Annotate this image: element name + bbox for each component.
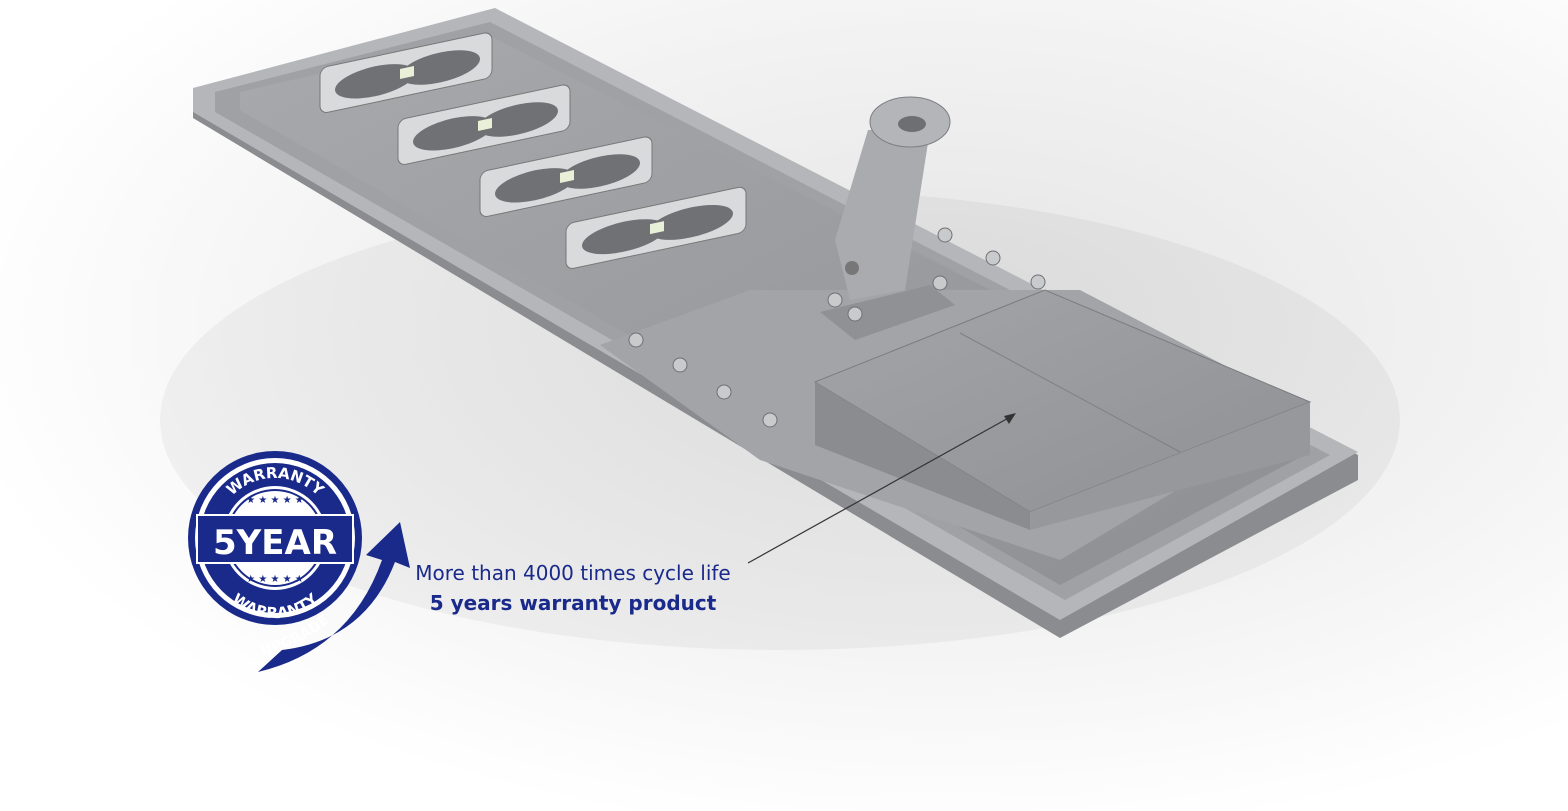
callout-line-1: More than 4000 times cycle life xyxy=(415,561,731,585)
led-module xyxy=(319,32,493,113)
led-modules xyxy=(319,32,747,269)
pole-mount xyxy=(820,96,955,340)
led-module xyxy=(479,136,653,217)
led-module xyxy=(397,84,571,165)
led-module xyxy=(565,186,747,269)
callout-leader-line xyxy=(747,415,1013,564)
callout-line-2: 5 years warranty product xyxy=(429,591,717,615)
stars-icon: ★ ★ ★ ★ ★ xyxy=(246,574,304,585)
stars-icon: ★ ★ ★ ★ ★ xyxy=(246,495,304,506)
warranty-badge: UPGRADE WARRANTY WARRANTY 5YEAR ★ ★ ★ ★ … xyxy=(188,451,410,672)
bolts xyxy=(628,227,1046,428)
upgrade-arrow xyxy=(258,522,410,672)
solar-street-light xyxy=(193,8,1358,638)
badge-main-text: 5YEAR xyxy=(213,523,337,563)
callout-arrowhead xyxy=(1004,413,1016,424)
